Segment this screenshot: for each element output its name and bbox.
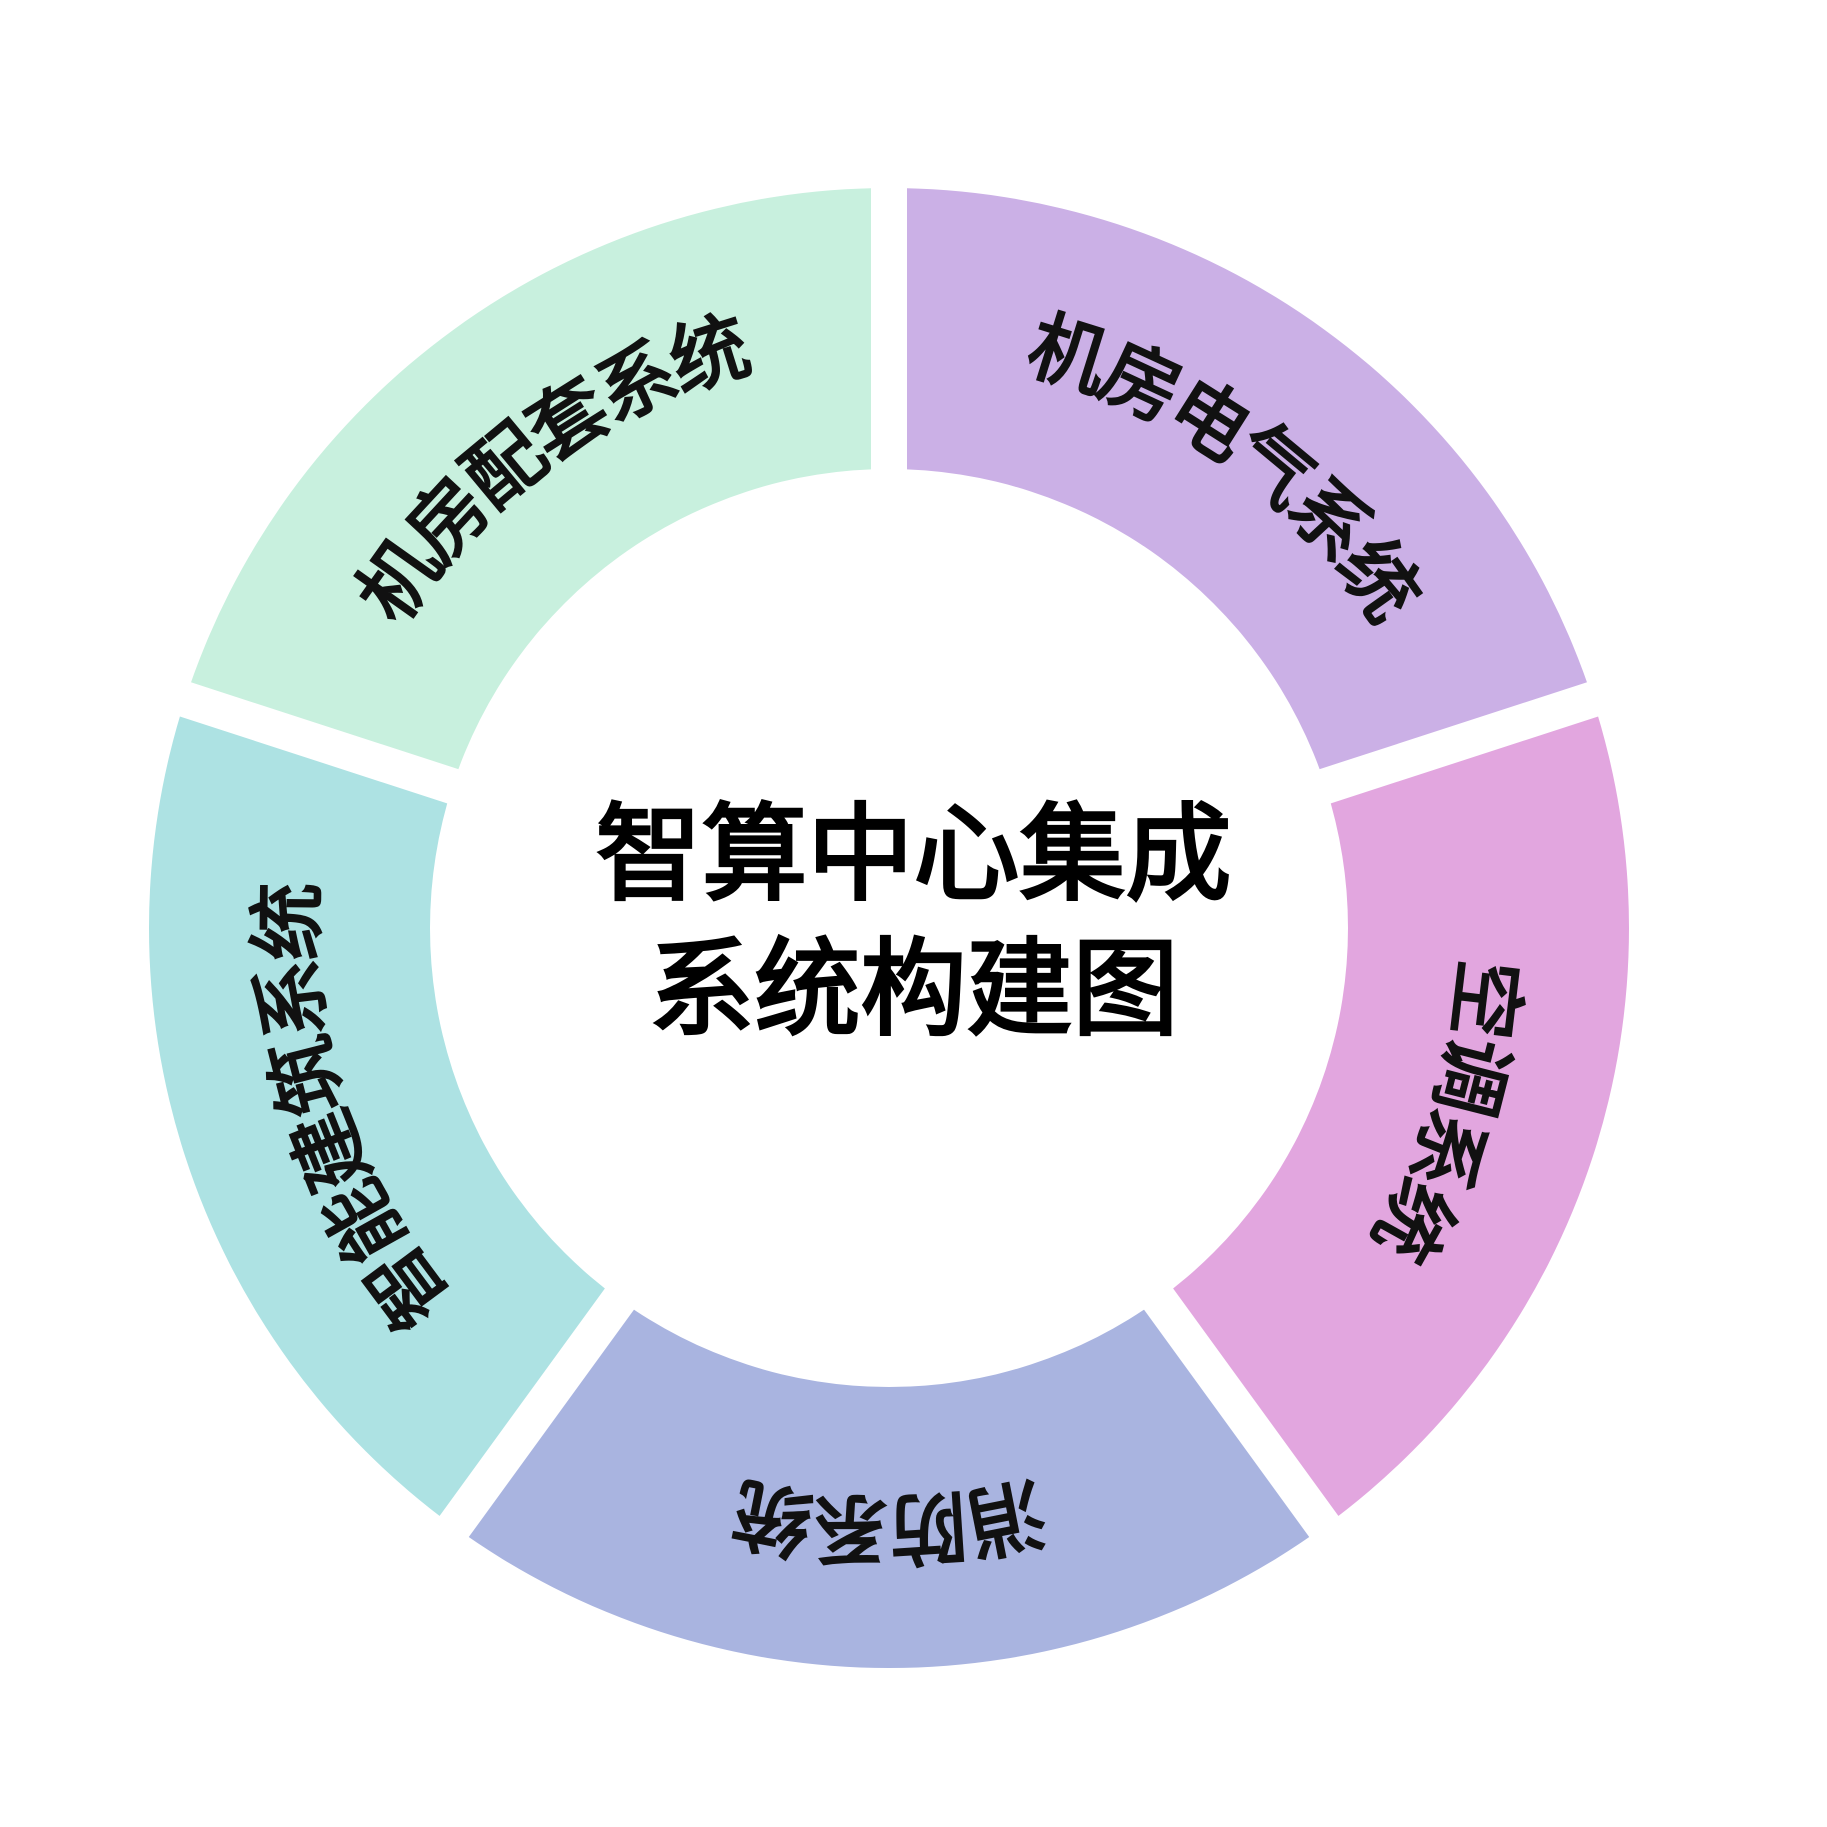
segment-divider	[1132, 1272, 1351, 1554]
segment-2	[1158, 699, 1629, 1527]
segment-1	[889, 188, 1593, 787]
segment-divider	[427, 1272, 646, 1554]
segment-divider	[1300, 676, 1618, 810]
center-title-line-2: 系统构建图	[648, 928, 1179, 1051]
center-title-line-1: 智算中心集成	[595, 793, 1232, 916]
segment-5	[185, 188, 889, 787]
segment-4	[149, 699, 620, 1527]
segment-3	[454, 1299, 1324, 1669]
segment-divider	[160, 676, 478, 810]
